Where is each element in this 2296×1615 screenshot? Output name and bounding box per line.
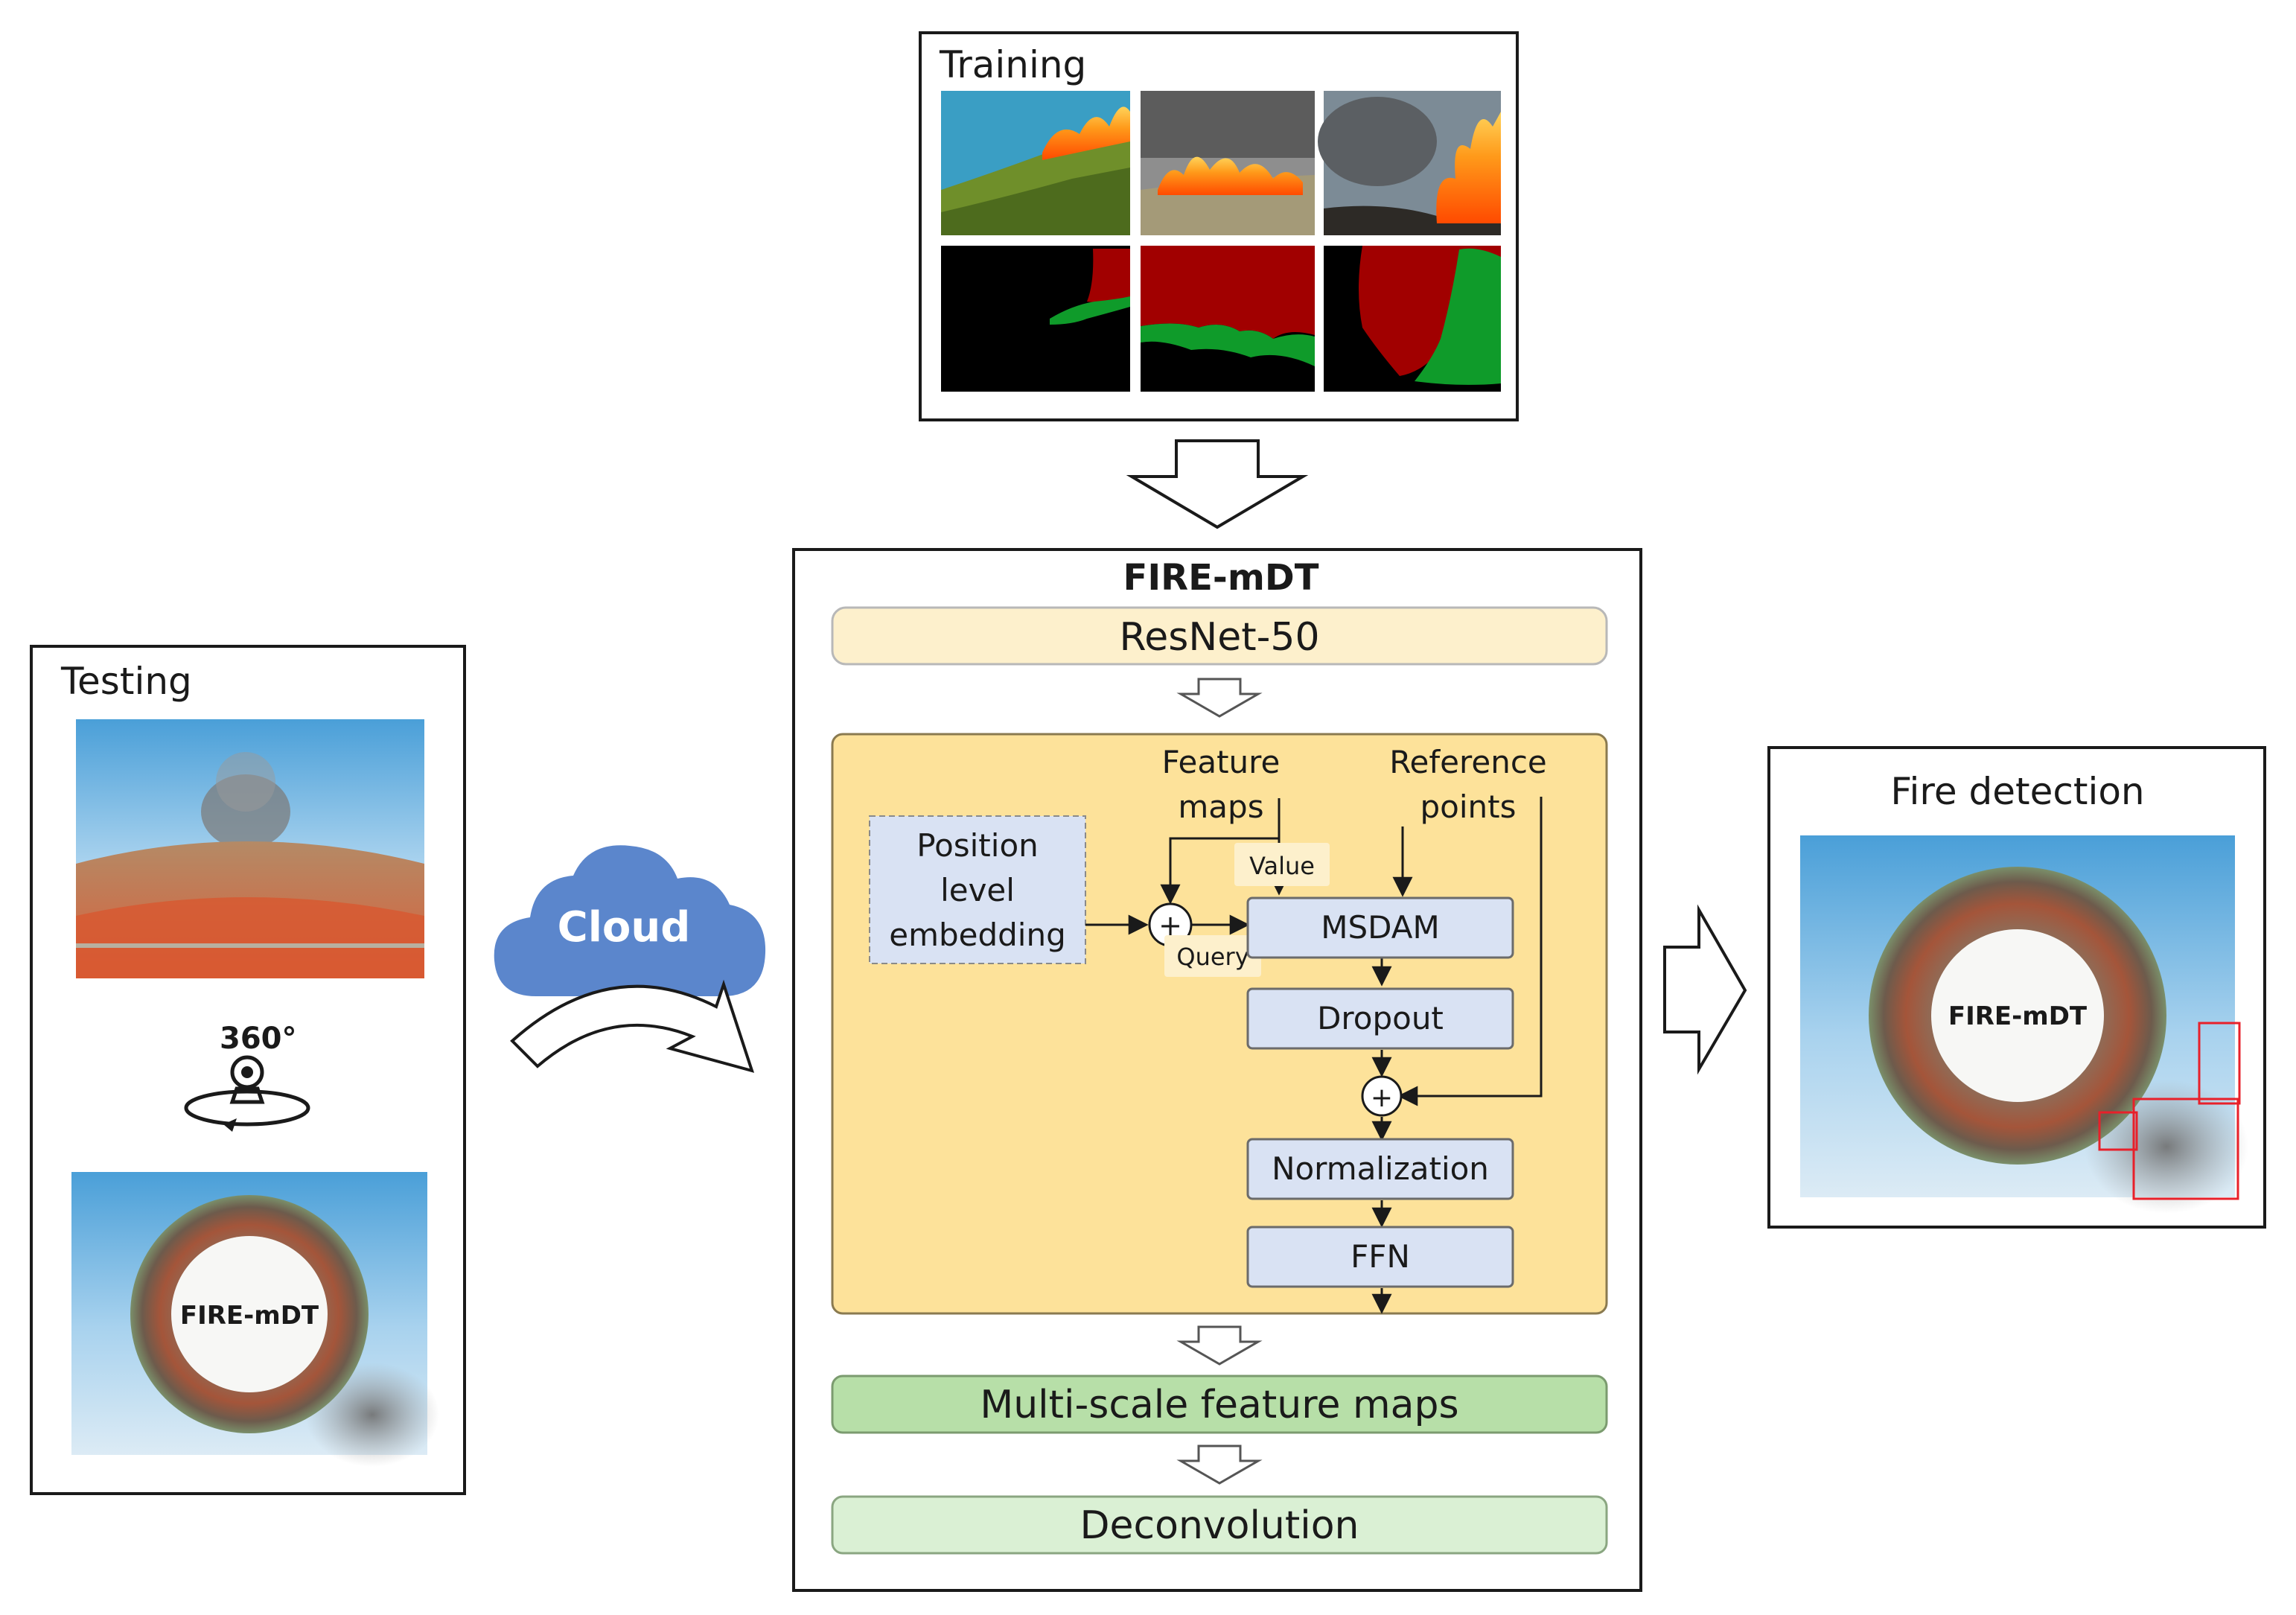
position-line3: embedding <box>889 917 1066 953</box>
training-mask-2 <box>1141 246 1315 392</box>
dropout-label: Dropout <box>1317 1000 1444 1036</box>
multiscale-block <box>831 1374 1608 1434</box>
reference-points-line2: points <box>1420 789 1517 825</box>
query-tag <box>1164 935 1261 977</box>
deconvolution-label: Deconvolution <box>1080 1503 1359 1548</box>
backbone-down-arrow <box>1176 678 1263 718</box>
feature-maps-line1: Feature <box>1162 744 1281 780</box>
training-mask-3 <box>1324 246 1501 392</box>
detection-box-3 <box>2098 1111 2138 1151</box>
output-tiny-planet: FIRE-mDT <box>1800 835 2248 1214</box>
sum-node-residual <box>1361 1075 1403 1117</box>
cloud-curved-arrow <box>510 979 755 1073</box>
testing-panorama-photo <box>76 719 424 978</box>
testing-title: Testing <box>60 660 192 703</box>
msdam-block <box>1246 896 1514 959</box>
ffn-block <box>1246 1226 1514 1288</box>
multiscale-label: Multi-scale feature maps <box>980 1383 1458 1427</box>
training-photo-3 <box>1318 91 1501 235</box>
value-tag <box>1234 843 1330 886</box>
training-panel: Training <box>919 31 1519 421</box>
backbone-label: ResNet-50 <box>1119 615 1319 660</box>
360-camera-icon: 360° <box>184 1022 310 1132</box>
training-photo-2 <box>1141 91 1315 235</box>
feature-maps-line2: maps <box>1178 789 1263 825</box>
training-title: Training <box>939 43 1086 86</box>
normalization-block <box>1246 1138 1514 1200</box>
model-title: FIRE-mDT <box>1123 557 1319 599</box>
encoder-down-arrow <box>1176 1325 1263 1366</box>
testing-planet-label: FIRE-mDT <box>180 1301 319 1331</box>
output-title: Fire detection <box>1890 770 2144 813</box>
dropout-block <box>1246 987 1514 1050</box>
training-photo-1 <box>941 91 1130 235</box>
model-to-output-arrow <box>1663 904 1747 1075</box>
detection-box-1 <box>2198 1022 2241 1105</box>
output-planet-label: FIRE-mDT <box>1948 1001 2088 1031</box>
testing-panel: Testing 360° FIRE-mDT <box>30 645 466 1495</box>
training-mask-1 <box>941 246 1130 392</box>
camera-360-label: 360° <box>220 1022 297 1056</box>
testing-tiny-planet: FIRE-mDT <box>71 1172 439 1467</box>
position-embedding-block <box>869 815 1086 964</box>
normalization-label: Normalization <box>1272 1150 1489 1187</box>
model-panel: FIRE-mDT ResNet-50 Feature maps Referenc… <box>792 548 1642 1592</box>
training-to-model-arrow <box>1126 439 1309 529</box>
sum-node-residual-symbol: + <box>1371 1083 1393 1113</box>
backbone-block <box>831 606 1608 666</box>
msdam-label: MSDAM <box>1321 909 1439 946</box>
ffn-label: FFN <box>1351 1238 1410 1275</box>
position-line1: Position <box>916 827 1039 864</box>
multiscale-down-arrow <box>1176 1444 1263 1485</box>
value-tag-label: Value <box>1249 852 1315 880</box>
position-line2: level <box>940 872 1015 908</box>
query-tag-label: Query <box>1176 943 1249 971</box>
cloud-label: Cloud <box>558 903 691 952</box>
reference-points-line1: Reference <box>1389 744 1547 780</box>
output-panel: Fire detection FIRE-mDT <box>1767 746 2266 1229</box>
detection-boxes <box>2098 1022 2241 1200</box>
cloud-icon: Cloud <box>494 845 766 996</box>
deconvolution-block <box>831 1495 1608 1555</box>
